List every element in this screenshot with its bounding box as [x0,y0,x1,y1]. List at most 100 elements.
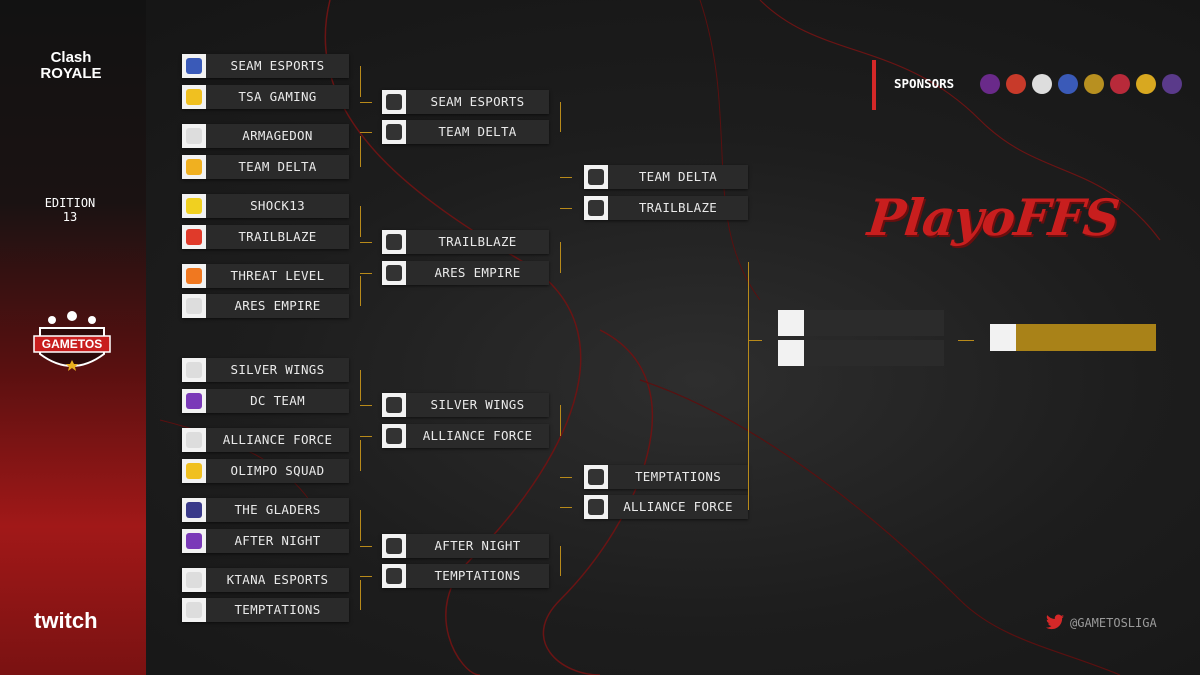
team-name: OLIMPO SQUAD [230,463,325,478]
team-card: ARMAGEDON [182,124,349,148]
sponsor-logo-4 [1058,74,1078,94]
team-logo-icon [182,428,206,452]
team-name: TEAM DELTA [438,124,517,139]
team-logo-icon [584,495,608,519]
team-card: SILVER WINGS [182,358,349,382]
bracket-connector [560,208,572,209]
sponsor-logo-8 [1162,74,1182,94]
team-card: SILVER WINGS [382,393,549,417]
bracket-connector [560,242,561,273]
bracket-connector [360,273,372,274]
sponsor-logo-5 [1084,74,1104,94]
sponsors-section: SPONSORS [872,60,1182,110]
team-logo-icon [584,165,608,189]
team-logo-icon [382,90,406,114]
team-card: TRAILBLAZE [182,225,349,249]
twitter-icon [1046,614,1064,630]
team-logo-icon [182,85,206,109]
team-logo-icon [182,124,206,148]
team-name: SEAM ESPORTS [430,94,525,109]
team-name: ARMAGEDON [242,128,313,143]
team-card: AFTER NIGHT [382,534,549,558]
team-name: TEMPTATIONS [234,602,321,617]
team-name: TSA GAMING [238,89,317,104]
team-card: TRAILBLAZE [584,196,748,220]
team-card: TEAM DELTA [182,155,349,179]
team-card: TEMPTATIONS [382,564,549,588]
team-card: TEAM DELTA [382,120,549,144]
team-logo-icon [584,196,608,220]
team-name: TRAILBLAZE [438,234,517,249]
team-card: TRAILBLAZE [382,230,549,254]
playoffs-title: PlayoFFS [864,188,1122,247]
bracket-connector [360,405,372,406]
bracket-connector [360,206,361,237]
team-name: ARES EMPIRE [434,265,521,280]
team-logo-icon [182,598,206,622]
team-card: SEAM ESPORTS [182,54,349,78]
team-name: ALLIANCE FORCE [623,499,733,514]
twitter-handle: @GAMETOSLIGA [1070,616,1157,630]
team-name: TRAILBLAZE [238,229,317,244]
team-card: ARES EMPIRE [182,294,349,318]
team-card: THREAT LEVEL [182,264,349,288]
sponsors-label: SPONSORS [894,76,955,91]
team-logo-icon [382,424,406,448]
edition-label: EDITION 13 [44,196,96,224]
team-name: TRAILBLAZE [638,200,718,215]
gametos-logo: GAMETOS [32,306,112,382]
team-card: SEAM ESPORTS [382,90,549,114]
team-card: AFTER NIGHT [182,529,349,553]
left-sidebar: Clash ROYALE EDITION 13 GAMETOS twitch [0,0,146,675]
team-card: DC TEAM [182,389,349,413]
bracket-connector [360,242,372,243]
team-logo-icon [382,230,406,254]
sponsor-logo-6 [1110,74,1130,94]
team-logo-icon [382,261,406,285]
team-name: TEAM DELTA [638,169,718,184]
team-name: THE GLADERS [234,502,321,517]
team-name: TEAM DELTA [238,159,317,174]
bracket-connector [360,576,372,577]
team-name: TEMPTATIONS [434,568,521,583]
team-card: ARES EMPIRE [382,261,549,285]
team-logo-icon [382,534,406,558]
team-logo-icon [182,294,206,318]
bracket-connector [360,580,361,610]
sponsor-logo-7 [1136,74,1156,94]
team-logo-icon [182,194,206,218]
team-logo-icon [182,498,206,522]
bracket-connector [360,102,372,103]
bracket-connector [360,440,361,471]
team-logo-icon [182,389,206,413]
champion-slot [990,324,1156,351]
team-name: ALLIANCE FORCE [422,428,533,443]
twitch-logo: twitch [34,608,98,633]
team-logo-icon [182,459,206,483]
bracket-connector [560,546,561,576]
bracket-connector [360,276,361,306]
team-card: TEMPTATIONS [584,465,748,489]
team-name: ARES EMPIRE [234,298,321,313]
bracket-connector [560,507,572,508]
team-logo-icon [182,155,206,179]
team-logo-icon [182,568,206,592]
bracket-connector [748,262,749,510]
bracket-connector [560,102,561,132]
team-card: THE GLADERS [182,498,349,522]
bracket-connector [560,477,572,478]
bracket-connector [360,546,372,547]
team-name: TEMPTATIONS [634,469,722,484]
team-name: AFTER NIGHT [234,533,321,548]
bracket-connector [360,370,361,401]
bracket-connector [748,340,762,341]
team-card: TEAM DELTA [584,165,748,189]
team-logo-icon [182,54,206,78]
sponsor-logo-1 [980,74,1000,94]
team-name: SILVER WINGS [430,397,525,412]
sponsor-logo-2 [1006,74,1026,94]
team-card: TEMPTATIONS [182,598,349,622]
team-name: THREAT LEVEL [230,268,325,283]
